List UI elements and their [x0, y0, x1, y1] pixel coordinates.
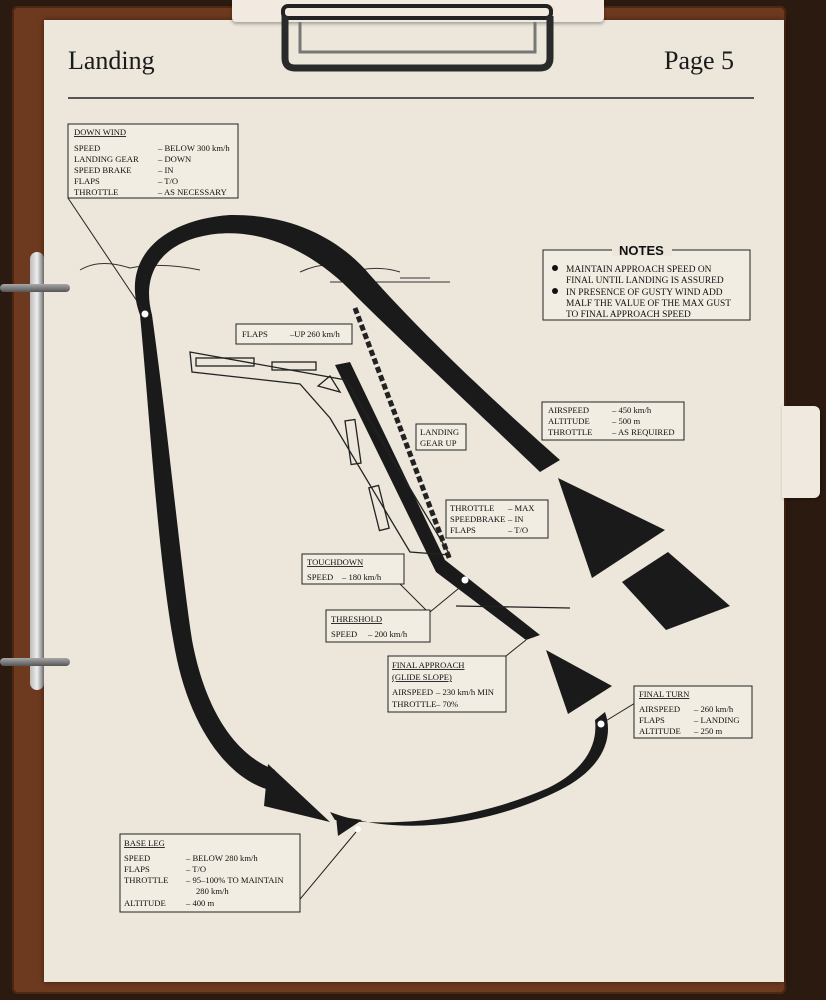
callout-climb-out: AIRSPEED – 450 km/h ALTITUDE – 500 m THROT…: [541, 401, 685, 441]
svg-text:THROTTLE: THROTTLE: [124, 875, 168, 885]
svg-text:SPEED: SPEED: [74, 143, 100, 153]
svg-text:FLAPS: FLAPS: [450, 525, 476, 535]
svg-text:LANDING: LANDING: [420, 427, 459, 437]
svg-text:IN PRESENCE OF GUSTY WIND ADD: IN PRESENCE OF GUSTY WIND ADD: [566, 288, 723, 298]
svg-text:FINAL APPROACH: FINAL APPROACH: [392, 660, 465, 670]
svg-text:– 70%: – 70%: [435, 699, 458, 709]
downwind-track: [134, 214, 560, 472]
svg-text:– T/O: – T/O: [157, 176, 178, 186]
svg-text:(GLIDE SLOPE): (GLIDE SLOPE): [392, 672, 452, 682]
svg-text:– IN: – IN: [507, 514, 524, 524]
svg-text:– BELOW 300 km/h: – BELOW 300 km/h: [157, 143, 230, 153]
svg-text:– BELOW 280 km/h: – BELOW 280 km/h: [185, 853, 258, 863]
svg-text:GEAR UP: GEAR UP: [420, 438, 457, 448]
notes-title: NOTES: [619, 243, 664, 258]
svg-text:SPEEDBRAKE: SPEEDBRAKE: [450, 514, 505, 524]
svg-text:– 500 m: – 500 m: [611, 416, 640, 426]
base-leg-track: [330, 712, 608, 826]
svg-text:ALTITUDE: ALTITUDE: [124, 898, 166, 908]
final-track: [335, 362, 540, 640]
svg-text:– 400 m: – 400 m: [185, 898, 214, 908]
callout-final-turn: FINAL TURN AIRSPEED – 260 km/h FLAPS – LAN…: [633, 685, 753, 739]
svg-text:– AS NECESSARY: – AS NECESSARY: [157, 187, 227, 197]
runway-layout: [189, 307, 571, 609]
base-leg-arrow: [264, 764, 330, 822]
binder-ring-bottom: [0, 658, 70, 666]
header-rule: [68, 97, 754, 99]
notes-box: NOTES MAINTAIN APPROACH SPEED ON FINAL U…: [542, 242, 751, 321]
svg-text:AIRSPEED: AIRSPEED: [639, 704, 680, 714]
svg-text:FLAPS: FLAPS: [124, 864, 150, 874]
svg-text:– 200 km/h: – 200 km/h: [367, 629, 408, 639]
svg-text:AIRSPEED: AIRSPEED: [392, 687, 433, 697]
svg-text:FLAPS: FLAPS: [242, 329, 268, 339]
svg-text:– 180 km/h: – 180 km/h: [341, 572, 382, 582]
svg-text:– 230 km/h MIN: – 230 km/h MIN: [435, 687, 495, 697]
page-title: Landing: [68, 46, 155, 75]
svg-text:THRESHOLD: THRESHOLD: [331, 614, 382, 624]
svg-text:– IN: – IN: [157, 165, 174, 175]
svg-text:ALTITUDE: ALTITUDE: [639, 726, 681, 736]
final-turn-arrow: [546, 650, 612, 714]
svg-text:FLAPS: FLAPS: [74, 176, 100, 186]
svg-text:TO FINAL APPROACH SPEED: TO FINAL APPROACH SPEED: [566, 310, 691, 320]
svg-text:MAINTAIN APPROACH SPEED ON: MAINTAIN APPROACH SPEED ON: [566, 265, 712, 275]
svg-text:–UP 260 km/h: –UP 260 km/h: [289, 329, 341, 339]
departure-arrow-2: [622, 552, 730, 630]
svg-text:FLAPS: FLAPS: [639, 715, 665, 725]
svg-text:– DOWN: – DOWN: [157, 154, 192, 164]
svg-text:TOUCHDOWN: TOUCHDOWN: [307, 557, 364, 567]
page-tab[interactable]: [782, 406, 820, 498]
svg-text:– LANDING: – LANDING: [693, 715, 740, 725]
svg-text:– AS REQUIRED: – AS REQUIRED: [611, 427, 675, 437]
svg-text:AIRSPEED: AIRSPEED: [548, 405, 589, 415]
svg-text:SPEED BRAKE: SPEED BRAKE: [74, 165, 132, 175]
svg-text:– 250 m: – 250 m: [693, 726, 722, 736]
svg-text:280 km/h: 280 km/h: [196, 886, 229, 896]
svg-text:FINAL TURN: FINAL TURN: [639, 689, 690, 699]
svg-text:THROTTLE: THROTTLE: [392, 699, 436, 709]
page-number: Page 5: [664, 46, 735, 75]
callout-flaps-up: FLAPS –UP 260 km/h: [235, 323, 353, 345]
base-turn-track: [140, 315, 275, 790]
svg-text:MALF THE VALUE OF THE MAX GUST: MALF THE VALUE OF THE MAX GUST: [566, 299, 731, 309]
binder-ring-top: [0, 284, 70, 292]
svg-text:SPEED: SPEED: [307, 572, 333, 582]
callout-base-leg: BASE LEG SPEED – BELOW 280 km/h FLAPS – T/…: [119, 833, 301, 913]
binder-ring-bar: [30, 252, 44, 690]
svg-text:– T/O: – T/O: [507, 525, 528, 535]
svg-text:SPEED: SPEED: [124, 853, 150, 863]
svg-text:– 260 km/h: – 260 km/h: [693, 704, 734, 714]
svg-text:ALTITUDE: ALTITUDE: [548, 416, 590, 426]
svg-text:– 450 km/h: – 450 km/h: [611, 405, 652, 415]
callout-down-wind: DOWN WIND SPEED – BELOW 300 km/h LANDING …: [67, 123, 239, 199]
svg-text:LANDING GEAR: LANDING GEAR: [74, 154, 139, 164]
pattern-arrow-tip: [336, 816, 362, 836]
svg-text:THROTTLE: THROTTLE: [548, 427, 592, 437]
callout-takeoff: THROTTLE – MAX SPEEDBRAKE– IN FLAPS – T/O: [445, 499, 549, 539]
callout-threshold: THRESHOLD SPEED – 200 km/h: [325, 609, 431, 643]
svg-text:FINAL UNTIL LANDING IS ASSURED: FINAL UNTIL LANDING IS ASSURED: [566, 276, 724, 286]
svg-text:THROTTLE: THROTTLE: [450, 503, 494, 513]
svg-text:– 95–100% TO MAINTAIN: – 95–100% TO MAINTAIN: [185, 875, 284, 885]
svg-text:THROTTLE: THROTTLE: [74, 187, 118, 197]
departure-arrow: [558, 478, 665, 578]
traffic-pattern: [134, 214, 730, 836]
svg-text:SPEED: SPEED: [331, 629, 357, 639]
svg-text:BASE LEG: BASE LEG: [124, 838, 165, 848]
callout-touchdown: TOUCHDOWN SPEED – 180 km/h: [301, 553, 405, 585]
callout-title: DOWN WIND: [74, 127, 126, 137]
callout-landing-gear-up: LANDING GEAR UP: [415, 423, 467, 451]
svg-text:– T/O: – T/O: [185, 864, 206, 874]
callout-final-approach: FINAL APPROACH (GLIDE SLOPE) AIRSPEED– 2…: [387, 655, 507, 713]
svg-text:– MAX: – MAX: [507, 503, 535, 513]
